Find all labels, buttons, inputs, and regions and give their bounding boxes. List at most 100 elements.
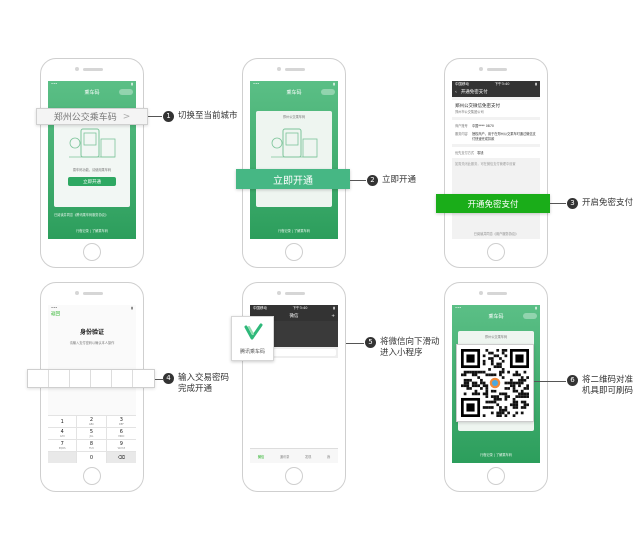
password-input[interactable] [27, 369, 155, 388]
callout-line-3 [550, 203, 566, 204]
bus-illustration-icon [69, 128, 116, 158]
agreement-text[interactable]: 已阅读并同意《用户服务协议》 [473, 232, 519, 236]
callout-line-1 [148, 116, 162, 117]
service-card: 郑州公交微信免密支付 郑州市公交集团公司 [452, 100, 540, 117]
note-text: 如需关闭此服务，可在微信支付管理中设置 [455, 162, 516, 166]
home-button[interactable] [487, 467, 505, 485]
bottom-links[interactable]: 行程记录 | 了解乘车码 [76, 229, 108, 233]
password-digit-box [112, 370, 133, 387]
step-text: 切换至当前城市 [178, 111, 238, 121]
keypad-key[interactable]: 0 [77, 451, 107, 463]
step-number: 3 [567, 198, 578, 209]
step-text: 将微信向下滑动 进入小程序 [380, 337, 440, 358]
status-bar: •••▮ [51, 82, 133, 86]
phone-step-1: •••▮ 乘车码 乘车码功能，请使用乘车码 立即开通 已阅读并同意《腾讯乘车码服… [40, 58, 144, 268]
back-arrow-icon[interactable]: ‹ [455, 89, 457, 95]
app-title: 乘车码 [250, 87, 338, 97]
step-text: 立即开通 [382, 175, 417, 185]
enable-password-free-button[interactable]: 开通免密支付 [436, 194, 550, 213]
step-text: 开启免密支付 [582, 198, 634, 208]
front-camera [277, 291, 281, 295]
pay-method-row[interactable]: 优先支付方式 零钱 [452, 147, 540, 158]
tab-wechat[interactable]: 微信 [257, 454, 265, 459]
callout-line-4 [155, 379, 163, 380]
info-row: 商户账号 中国**** 0870 [455, 124, 494, 128]
agreement-text[interactable]: 已阅读并同意《腾讯乘车码服务协议》 [54, 213, 109, 217]
qr-code-icon [461, 349, 529, 417]
callout-line-2 [350, 180, 366, 181]
password-digit-box [49, 370, 70, 387]
front-camera [479, 67, 483, 71]
mini-program-name: 腾讯乘车码 [239, 349, 265, 355]
speaker [285, 68, 305, 71]
bus-illustration-icon [271, 128, 318, 158]
code-card: 郑州公交乘车码 [256, 111, 332, 207]
city-name: 郑州公交乘车码 [53, 113, 117, 123]
keypad-key[interactable]: ⌫ [106, 451, 136, 463]
city-selector-bar[interactable]: 郑州公交乘车码 > [36, 108, 148, 125]
nav-bar: 微信 + [250, 311, 338, 321]
speaker [83, 292, 103, 295]
service-heading: 郑州公交微信免密支付 [455, 104, 500, 109]
speaker [487, 68, 507, 71]
back-link[interactable]: 返回 [51, 312, 60, 317]
qr-code-frame[interactable] [456, 344, 534, 422]
card-title: 郑州公交乘车码 [282, 115, 306, 119]
home-button[interactable] [285, 467, 303, 485]
step-text: 将二维码对准 机具即可刷码 [582, 375, 634, 396]
tencent-bus-code-logo-icon [243, 322, 263, 342]
mini-program-tile[interactable]: 腾讯乘车码 [231, 316, 274, 361]
password-digit-box [91, 370, 112, 387]
nav-title: 微信 [289, 314, 299, 319]
open-now-button[interactable]: 立即开通 [236, 169, 350, 189]
front-camera [75, 291, 79, 295]
screen: •••▮ 乘车码 乘车码功能，请使用乘车码 立即开通 已阅读并同意《腾讯乘车码服… [48, 81, 136, 239]
home-button[interactable] [83, 467, 101, 485]
status-bar: •••▮ [253, 82, 335, 86]
open-button[interactable]: 立即开通 [68, 177, 116, 186]
status-bar: 中国移动下午3:40▮ [250, 305, 338, 311]
keypad-key[interactable] [48, 451, 78, 463]
screen: •••▮ 乘车码 郑州公交乘车码 行程记录 | 了解乘车码 [250, 81, 338, 239]
company-name: 郑州市公交集团公司 [455, 110, 484, 114]
home-button[interactable] [487, 243, 505, 261]
callout-step-1: 1 切换至当前城市 [163, 111, 238, 122]
chevron-right-icon: > [122, 111, 131, 122]
plus-icon[interactable]: + [331, 313, 335, 319]
app-title: 乘车码 [48, 87, 136, 97]
status-bar: 中国移动下午3:40▮ [452, 81, 540, 87]
tab-me[interactable]: 我 [327, 454, 331, 459]
home-button[interactable] [83, 243, 101, 261]
screen: 中国移动下午3:40▮ ‹ 开通免密支付 郑州公交微信免密支付 郑州市公交集团公… [452, 81, 540, 239]
phone-step-3: 中国移动下午3:40▮ ‹ 开通免密支付 郑州公交微信免密支付 郑州市公交集团公… [444, 58, 548, 268]
keypad-key[interactable]: 1 [48, 415, 78, 427]
callout-step-4: 4 输入交易密码 完成开通 [163, 373, 229, 395]
hint-text: 乘车码功能，请使用乘车码 [72, 168, 112, 172]
front-camera [479, 291, 483, 295]
chat-list [250, 358, 338, 454]
bottom-links[interactable]: 行程记录 | 了解乘车码 [278, 229, 310, 233]
step-number: 4 [163, 373, 174, 384]
tab-discover[interactable]: 发现 [305, 454, 312, 459]
nav-title: 开通免密支付 [460, 90, 488, 95]
callout-step-5: 5 将微信向下滑动 进入小程序 [365, 337, 440, 359]
speaker [83, 68, 103, 71]
tab-contacts[interactable]: 通讯录 [279, 454, 290, 459]
bottom-links[interactable]: 行程记录 | 了解乘车码 [480, 453, 512, 457]
front-camera [277, 67, 281, 71]
home-button[interactable] [285, 243, 303, 261]
password-digit-box [133, 370, 154, 387]
callout-line-6 [534, 381, 566, 382]
step-text: 输入交易密码 完成开通 [178, 373, 230, 394]
status-bar: •••▮ [455, 306, 537, 310]
